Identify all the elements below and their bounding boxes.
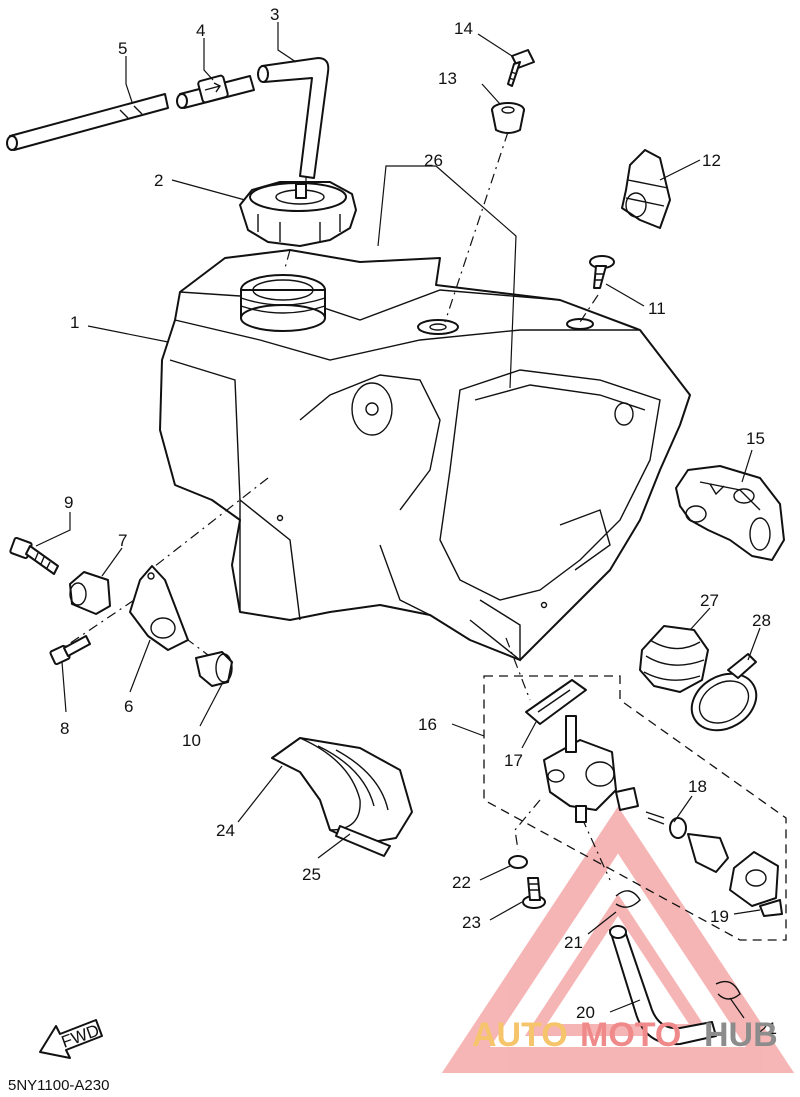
watermark-hub: HUB [704,1016,778,1054]
callout-23: 23 [462,913,481,932]
callout-17: 17 [504,751,523,770]
band-24-strap-25 [271,737,413,857]
watermark-triangle-icon [441,806,795,1073]
watermark-moto: MOTO [580,1016,681,1054]
callout-6: 6 [124,697,133,716]
bolt-11 [589,255,615,289]
callout-4: 4 [196,21,205,40]
top-mount-bolt [491,49,535,134]
fwd-arrow-icon: FWD [39,1019,103,1059]
callout-26: 26 [424,151,443,170]
watermark-text: AUTO MOTO HUB [472,1016,778,1054]
callout-16: 16 [418,715,437,734]
watermark-auto: AUTO [472,1016,568,1054]
callout-28: 28 [752,611,771,630]
callout-7: 7 [118,531,127,550]
callout-1: 1 [70,313,79,332]
callout-5: 5 [118,39,127,58]
callout-9: 9 [64,493,73,512]
clip-part [621,149,671,229]
callout-10: 10 [182,731,201,750]
callout-2: 2 [154,171,163,190]
hose-27-clamp-28 [639,625,758,732]
callout-21a: 21 [564,933,583,952]
callout-22: 22 [452,873,471,892]
callout-3: 3 [270,5,279,24]
breather-hose-assembly [6,57,330,179]
leader-lines [35,22,761,1019]
callout-15: 15 [746,429,765,448]
callout-12: 12 [702,151,721,170]
callout-8: 8 [60,719,69,738]
diagram-code: 5NY1100-A230 [8,1077,109,1094]
callout-27: 27 [700,591,719,610]
fuel-cap [239,181,357,247]
callout-19: 19 [710,907,729,926]
callout-labels: 1 2 3 4 5 6 7 8 9 10 11 12 13 14 15 16 1… [60,5,777,1038]
fuel-tank [159,249,691,662]
front-mount-hardware [9,536,233,687]
callout-20: 20 [576,1003,595,1022]
callout-25: 25 [302,865,321,884]
screw-washer-22-23 [508,855,546,909]
callout-11: 11 [648,299,666,318]
callout-18: 18 [688,777,707,796]
tank-cover-15 [675,465,785,561]
callout-24: 24 [216,821,235,840]
callout-21b: 21 [758,1019,777,1038]
fuel-cock-assembly [483,675,787,941]
callout-14: 14 [454,19,473,38]
callout-13: 13 [438,69,457,88]
fwd-label: FWD [59,1021,102,1052]
fuel-hose-20 [609,890,741,1046]
